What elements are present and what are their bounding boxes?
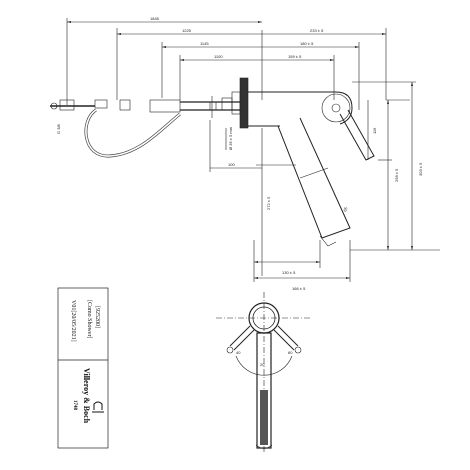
label-303: 303 ± 5	[418, 162, 423, 176]
label-100: 100	[228, 162, 235, 167]
arrowheads	[67, 21, 413, 279]
product-code: [925200]	[94, 306, 100, 328]
counter-plate	[239, 77, 249, 129]
label-1225: 1225	[182, 28, 192, 33]
label-272: 272 ± 5	[266, 196, 271, 210]
label-116: 116	[372, 127, 377, 134]
version-date: V01[20/05/2021]	[70, 300, 76, 342]
top-view-labels: 40 60 20	[236, 350, 293, 367]
shower-arm	[277, 117, 351, 239]
brand-logo-icon	[92, 401, 104, 413]
title-block: [Como Shower] [925200] V01[20/05/2021] V…	[57, 287, 109, 449]
label-180: 180 ± 5	[300, 41, 314, 46]
label-g38: G 3/8	[56, 123, 61, 134]
spout-top	[256, 332, 272, 449]
label-233: 233 ± 5	[310, 28, 324, 33]
label-159: 159 ± 5	[288, 54, 302, 59]
side-view	[50, 18, 440, 282]
product-name: [Como Shower]	[86, 300, 92, 339]
label-258: 258 ± 5	[394, 168, 399, 182]
handle-hub	[321, 93, 351, 123]
label-clamp: Ø 35 ± 5 mm	[228, 126, 233, 150]
brand-name: Villeroy & Boch	[82, 368, 91, 424]
label-1145: 1145	[200, 41, 209, 46]
label-130: 130 ± 5	[282, 270, 296, 275]
label-166: 166 ± 5	[292, 286, 306, 291]
label-40: 40	[236, 350, 241, 355]
lever-handle	[339, 109, 375, 161]
top-view	[216, 292, 312, 452]
label-60: 60	[288, 350, 293, 355]
label-1845: 1845	[150, 16, 160, 21]
brand-year: 1748	[72, 400, 77, 411]
dimension-labels: 1845 1225 233 ± 5 1145 180 ± 5 1100 159 …	[56, 16, 423, 291]
label-20: 20	[260, 362, 265, 367]
label-1100: 1100	[214, 54, 223, 59]
label-65: 65	[342, 206, 348, 213]
